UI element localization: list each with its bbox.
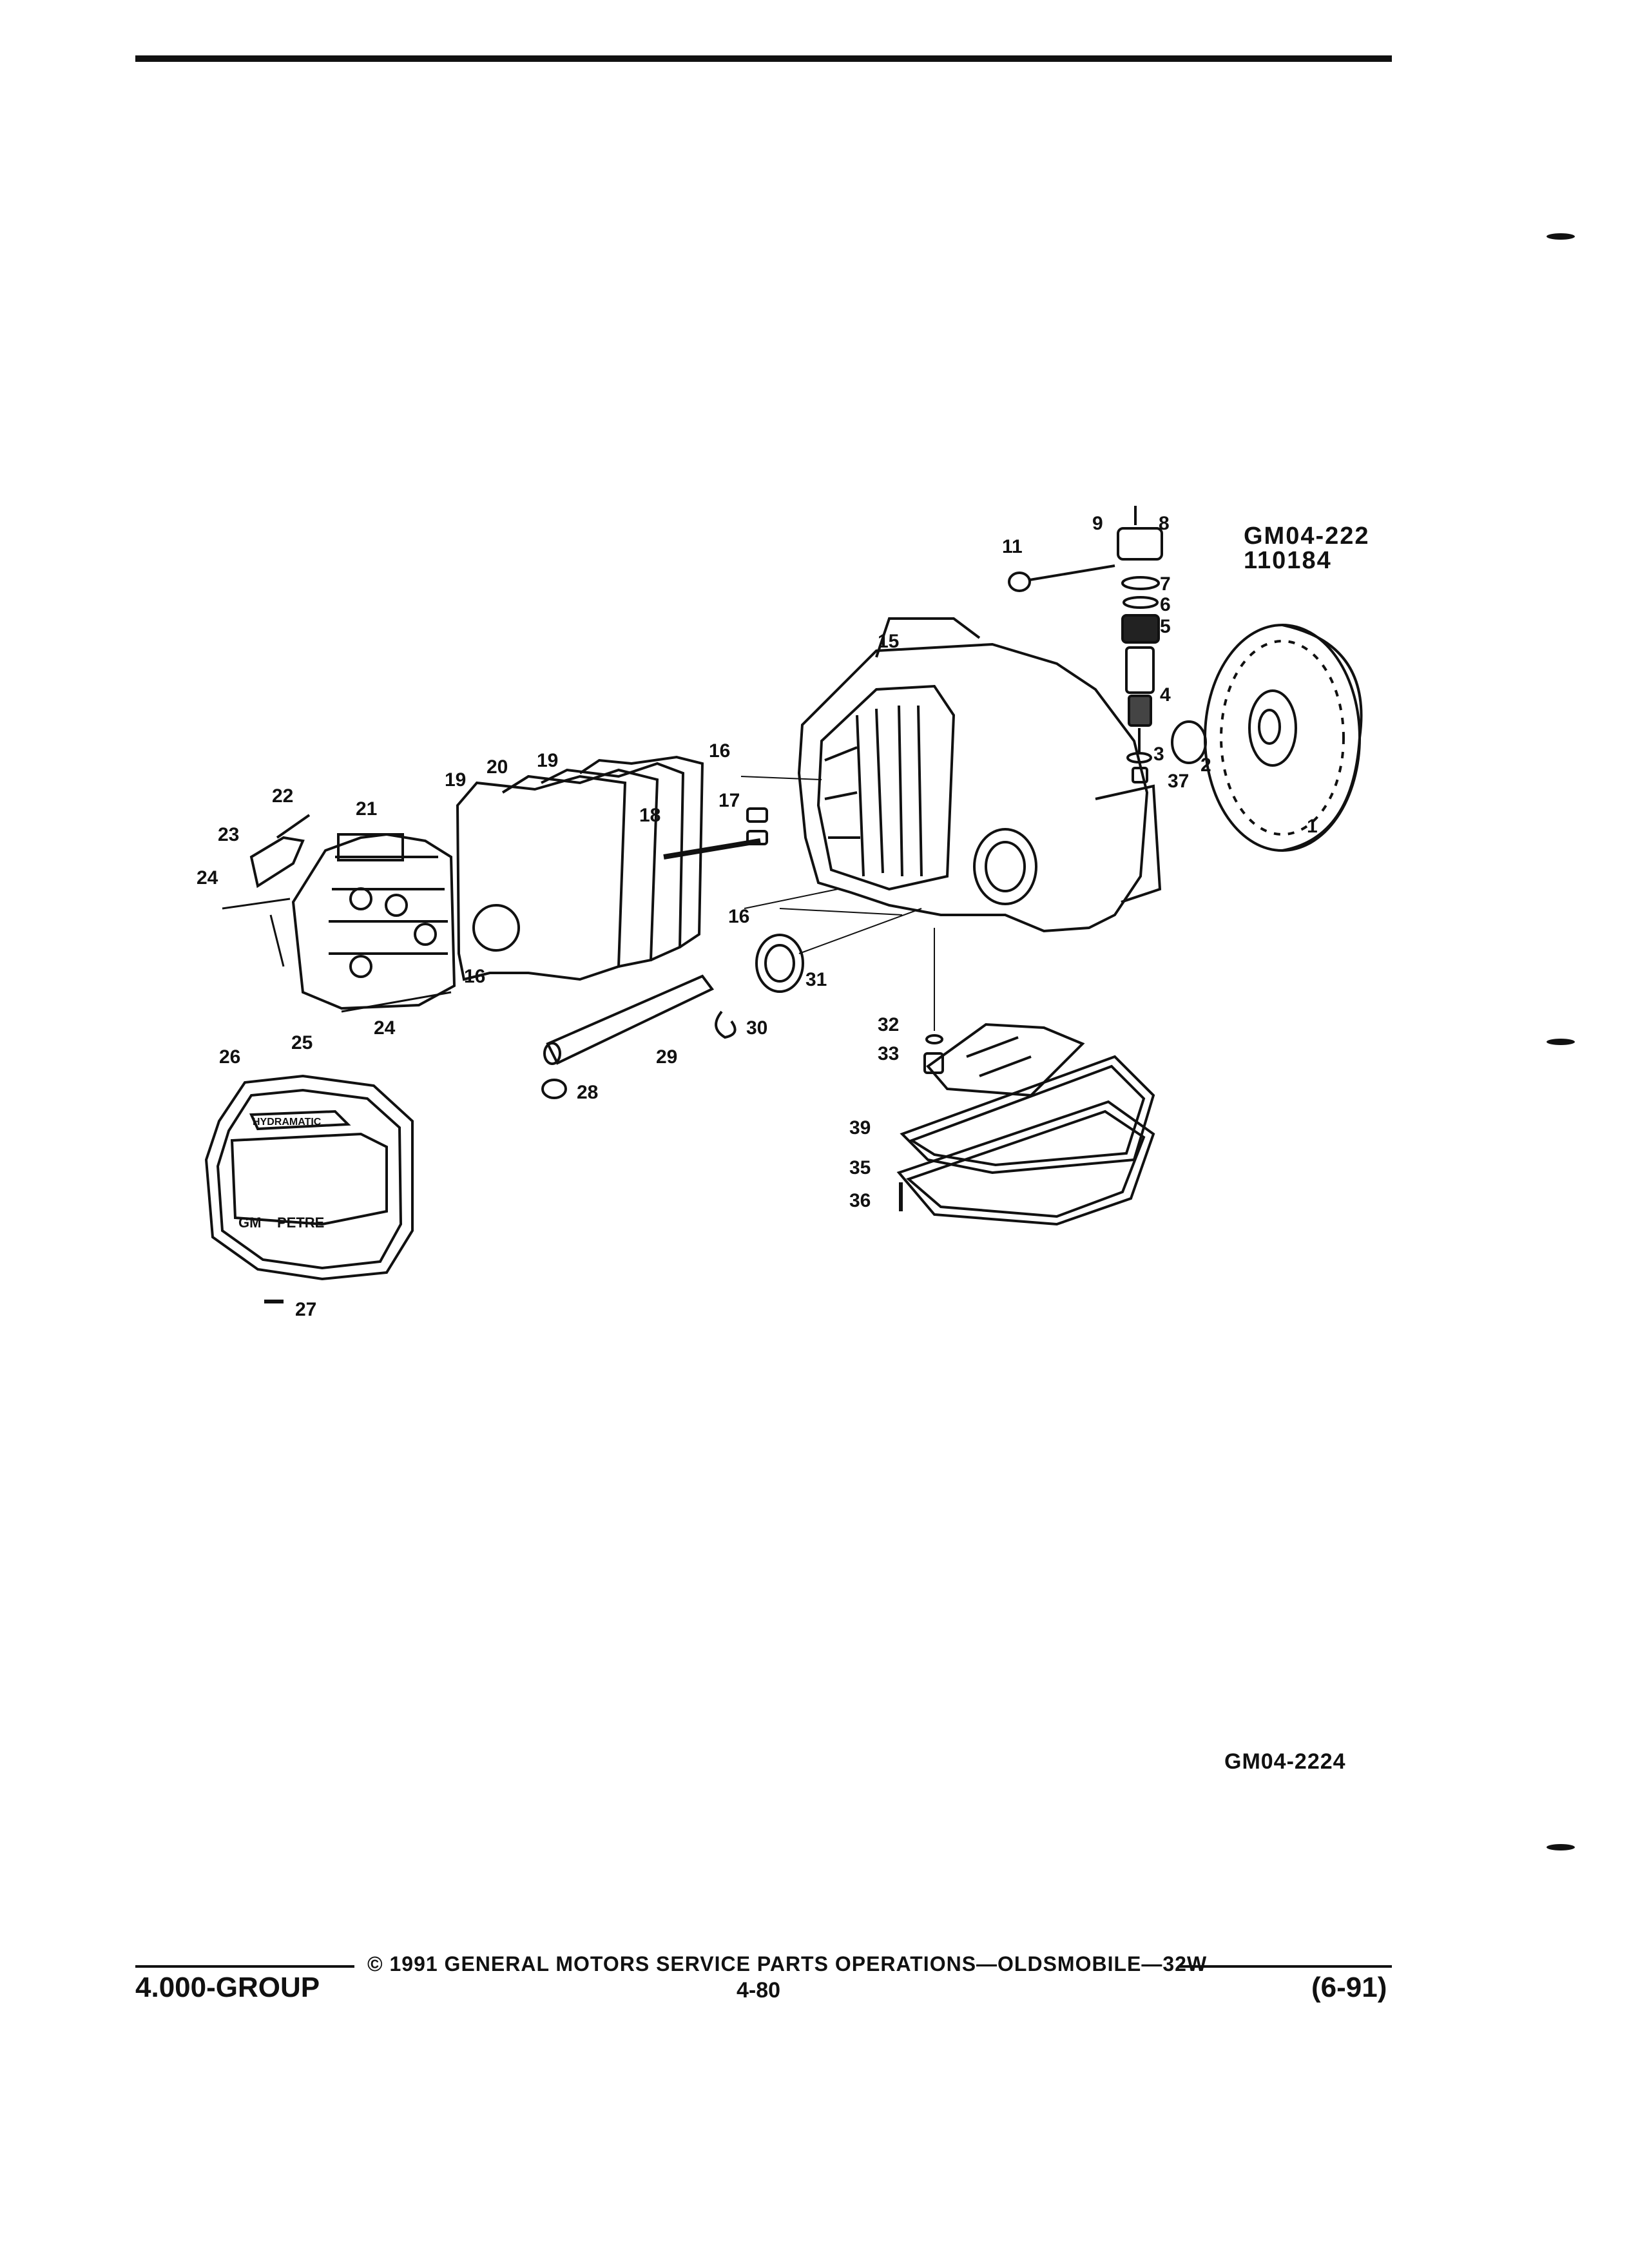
revision-date: (6-91) [1311, 1972, 1387, 2003]
stud-18 [663, 838, 761, 860]
valve-body [269, 832, 456, 1010]
callout-20: 20 [487, 756, 508, 778]
input-shaft [543, 974, 715, 1065]
callout-35: 35 [849, 1157, 871, 1178]
copyright-line: © 1991 GENERAL MOTORS SERVICE PARTS OPER… [367, 1952, 1208, 1975]
callout-1: 1 [1307, 816, 1318, 837]
callout-16-a: 16 [709, 740, 730, 762]
callout-36: 36 [849, 1190, 871, 1211]
callout-labels: 1 2 3 4 5 6 7 8 9 11 15 16 16 16 16 17 1… [197, 513, 1318, 1320]
figure-code: GM04-222 [1244, 523, 1370, 550]
bolt-17 [746, 807, 768, 845]
callout-7: 7 [1160, 573, 1171, 595]
callout-23: 23 [218, 824, 239, 845]
callout-11: 11 [1002, 536, 1023, 557]
callout-15: 15 [878, 631, 899, 652]
callout-19-a: 19 [445, 769, 466, 791]
transmission-case [797, 617, 1162, 933]
pan-label-right: PETRE [277, 1215, 324, 1231]
callout-25: 25 [291, 1032, 313, 1053]
axle-seal [755, 934, 804, 993]
callout-5: 5 [1160, 616, 1171, 637]
callout-30: 30 [746, 1017, 767, 1039]
footer-rule-left [135, 1965, 354, 1968]
callout-2: 2 [1200, 754, 1211, 776]
callout-6: 6 [1160, 594, 1171, 615]
converter-seal [1171, 720, 1207, 764]
page-number: 4-80 [737, 1978, 781, 2003]
callout-31: 31 [805, 969, 827, 990]
callout-17: 17 [718, 790, 740, 811]
o-ring-32 [925, 1034, 943, 1044]
callout-3: 3 [1153, 744, 1164, 765]
binding-mark-middle [1547, 1039, 1575, 1045]
pan-label-top: HYDRAMATIC [253, 1117, 322, 1128]
callout-18: 18 [639, 805, 660, 826]
callout-21: 21 [356, 798, 377, 820]
callout-26: 26 [219, 1046, 240, 1068]
callout-16-d: 16 [464, 966, 485, 987]
callout-39: 39 [849, 1117, 871, 1139]
oil-pan [896, 1100, 1155, 1226]
pan-label-left: GM [238, 1215, 261, 1231]
figure-date: 110184 [1244, 547, 1332, 574]
footer-rule-right [1179, 1965, 1392, 1968]
callout-29: 29 [656, 1046, 677, 1068]
group-number: 4.000-GROUP [135, 1972, 320, 2003]
callout-33: 33 [878, 1043, 899, 1064]
binding-mark-top [1547, 233, 1575, 240]
callout-24-a: 24 [197, 867, 218, 889]
callout-28: 28 [577, 1082, 598, 1103]
callout-27: 27 [295, 1299, 316, 1320]
separator-plates [456, 755, 704, 981]
callout-4: 4 [1160, 684, 1171, 706]
snap-ring-30 [715, 1010, 737, 1039]
governor-stack [1117, 506, 1163, 783]
callout-22: 22 [272, 785, 293, 807]
binding-mark-bottom [1547, 1844, 1575, 1850]
detent-lever [249, 814, 311, 889]
side-cover [204, 1074, 414, 1281]
callout-9: 9 [1092, 513, 1103, 534]
oil-filter [926, 1023, 1085, 1097]
illustration-code: GM04-2224 [1224, 1749, 1346, 1774]
callout-37: 37 [1168, 771, 1189, 792]
callout-8: 8 [1159, 513, 1170, 534]
callout-24-b: 24 [374, 1017, 396, 1039]
callout-19-b: 19 [537, 750, 558, 771]
callout-16-b: 16 [728, 906, 749, 927]
torque-converter [1204, 624, 1363, 852]
top-rule [135, 55, 1392, 62]
seal-28 [541, 1079, 567, 1099]
o-ring-11 [1008, 572, 1031, 592]
callout-32: 32 [878, 1014, 899, 1035]
